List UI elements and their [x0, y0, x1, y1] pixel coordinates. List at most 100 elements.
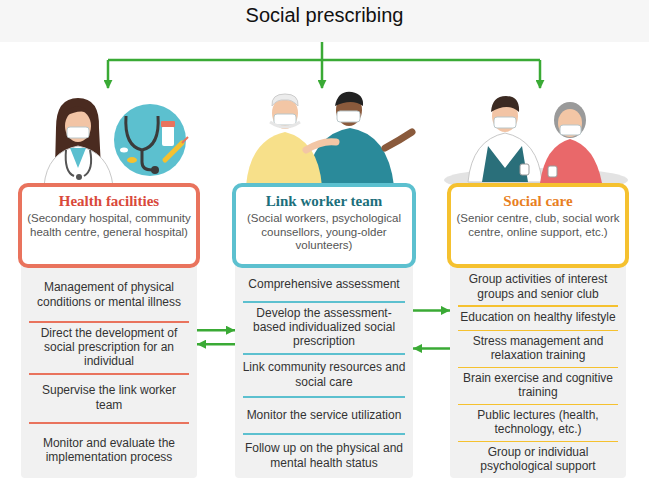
item-text: Follow up on the physical and mental hea… — [241, 441, 407, 470]
task-item: Follow up on the physical and mental hea… — [235, 433, 413, 478]
item-text: Monitor the service utilization — [241, 408, 407, 422]
item-separator — [29, 321, 189, 323]
item-separator — [243, 433, 405, 435]
medical-icon — [161, 121, 175, 127]
volunteer-figure — [335, 92, 363, 106]
doctor-figure — [44, 98, 113, 186]
item-text: Group or individual psychological suppor… — [456, 445, 620, 474]
volunteer-figure — [337, 111, 360, 122]
item-text: Education on healthy lifestyle — [456, 310, 620, 324]
doctor-figure — [67, 127, 89, 138]
task-item: Monitor and evaluate the implementation … — [21, 422, 197, 478]
group-header-box: Social care(Senior centre, club, social … — [447, 183, 629, 268]
item-separator — [243, 353, 405, 355]
bracket-lines — [108, 59, 540, 62]
item-text: Public lectures (health, technology, etc… — [456, 408, 620, 437]
connector-arrow — [413, 347, 450, 350]
task-item: Management of physical conditions or men… — [21, 268, 197, 321]
older-man-figure — [270, 122, 300, 127]
item-separator — [29, 373, 189, 375]
social-worker-figure — [468, 96, 542, 182]
task-item: Group or individual psychological suppor… — [450, 441, 626, 478]
older-woman-figure — [560, 125, 581, 135]
doctor-figure — [66, 106, 92, 116]
task-item: Develop the assessment-based individuali… — [235, 301, 413, 353]
connector-arrow — [197, 329, 235, 332]
item-text: Supervise the link worker team — [27, 383, 191, 412]
item-separator — [458, 305, 618, 307]
item-separator — [243, 396, 405, 398]
medical-icon — [114, 104, 186, 176]
item-separator — [243, 301, 405, 303]
title: Social prescribing — [0, 4, 649, 27]
older-man-figure — [274, 114, 296, 125]
older-woman-figure — [548, 166, 557, 177]
group-header-box: Health facilities(Secondary hospital, co… — [18, 183, 200, 268]
task-item: Link community resources and social care — [235, 353, 413, 396]
medical-icon — [151, 166, 159, 174]
doctor-figure — [66, 150, 91, 176]
task-item: Group activities of interest groups and … — [450, 268, 626, 305]
item-text: Link community resources and social care — [241, 360, 407, 389]
medical-icon — [162, 126, 174, 146]
bracket-lines — [108, 42, 540, 88]
task-item: Supervise the link worker team — [21, 373, 197, 422]
social-worker-figure — [468, 133, 542, 182]
task-item: Education on healthy lifestyle — [450, 305, 626, 330]
item-separator — [458, 404, 618, 406]
volunteer-figure — [305, 92, 412, 186]
older-man-figure — [306, 142, 336, 150]
item-text: Link worker team — [241, 192, 407, 211]
doctor-figure — [44, 146, 113, 186]
item-text: Brain exercise and cognitive training — [456, 371, 620, 400]
older-man-figure — [246, 94, 336, 186]
bracket-lines — [321, 42, 324, 88]
subtitle-text: (Social workers, psychological counsello… — [241, 212, 407, 253]
doctor-figure — [70, 148, 86, 168]
item-text: Direct the development of social prescri… — [27, 326, 191, 369]
older-woman-figure — [540, 139, 602, 183]
medical-icon — [127, 157, 137, 163]
medical-icon — [165, 143, 182, 160]
volunteer-figure — [385, 132, 412, 148]
medical-icon — [182, 137, 188, 143]
group-header-box: Link worker team(Social workers, psychol… — [232, 183, 416, 268]
item-text: Group activities of interest groups and … — [456, 272, 620, 301]
older-woman-figure — [554, 102, 586, 138]
item-text: Stress management and relaxation trainin… — [456, 334, 620, 363]
doctor-figure — [76, 174, 82, 180]
item-separator — [29, 422, 189, 424]
item-text: Health facilities — [27, 192, 191, 211]
social-worker-figure — [494, 117, 516, 128]
task-item: Stress management and relaxation trainin… — [450, 330, 626, 367]
older-man-figure — [272, 94, 298, 106]
item-text: Develop the assessment-based individuali… — [241, 306, 407, 349]
connector-arrow — [197, 343, 235, 346]
older-man-figure — [246, 132, 322, 186]
connector-arrow — [413, 309, 450, 312]
item-separator — [458, 330, 618, 332]
subtitle-text: (Secondary hospital, community health ce… — [27, 212, 191, 240]
task-item: Direct the development of social prescri… — [21, 321, 197, 373]
item-text: Management of physical conditions or men… — [27, 280, 191, 309]
medical-icon — [126, 116, 158, 150]
subtitle-text: (Senior centre, club, social work centre… — [456, 212, 620, 240]
older-woman-figure — [540, 102, 602, 183]
list-panels — [235, 262, 413, 478]
bracket-lines — [107, 60, 110, 88]
older-woman-figure — [558, 109, 582, 137]
medical-icon — [142, 150, 152, 170]
list-panels — [450, 262, 626, 478]
bracket-lines — [539, 60, 542, 88]
item-separator — [458, 367, 618, 369]
task-item: Monitor the service utilization — [235, 396, 413, 433]
medical-icon — [114, 104, 188, 176]
item-text: Social care — [456, 192, 620, 211]
task-item: Comprehensive assessment — [235, 268, 413, 301]
list-panels — [21, 262, 197, 478]
title-band — [0, 0, 649, 42]
social-worker-figure — [482, 146, 528, 182]
task-item: Public lectures (health, technology, etc… — [450, 404, 626, 441]
social-worker-figure — [491, 96, 519, 112]
